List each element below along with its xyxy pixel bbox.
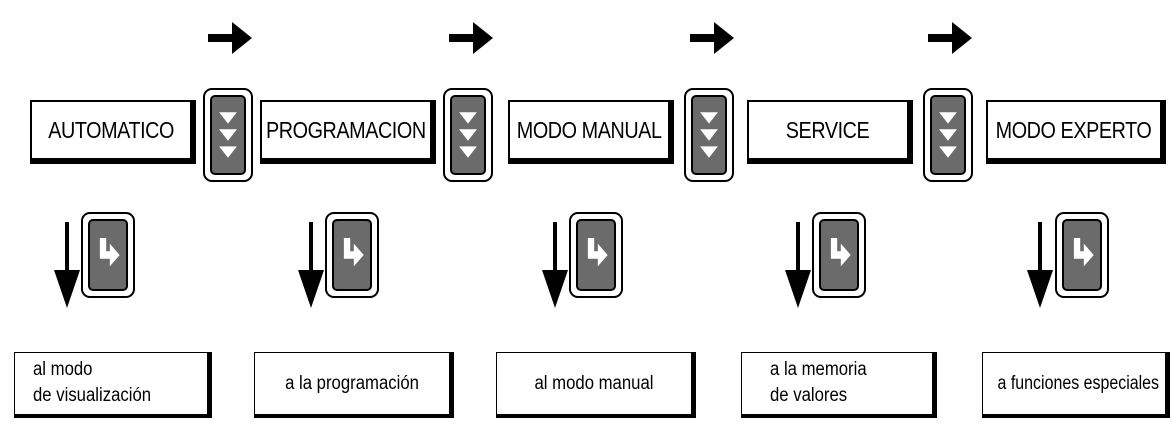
description-box-memoria-valores: a la memoria de valores xyxy=(741,352,937,418)
scroll-down-key-icon xyxy=(443,88,493,182)
description-box-funciones-especiales: a funciones especiales xyxy=(982,352,1170,418)
mode-label: MODO EXPERTO xyxy=(996,116,1152,143)
scroll-down-key-icon xyxy=(203,88,253,182)
mode-box-programacion: PROGRAMACION xyxy=(260,100,436,164)
arrow-down-icon xyxy=(785,222,811,308)
description-box-modo-manual: al modo manual xyxy=(496,352,696,418)
arrow-down-icon xyxy=(54,222,80,308)
enter-key-icon xyxy=(1055,212,1109,298)
description-line: a funciones especiales xyxy=(997,373,1160,394)
arrow-right-icon xyxy=(449,22,493,54)
description-line: a la memoria xyxy=(770,359,867,380)
mode-box-modo-manual: MODO MANUAL xyxy=(508,100,674,164)
mode-label: SERVICE xyxy=(786,116,870,143)
description-line: a la programación xyxy=(285,373,419,394)
description-line: de valores xyxy=(770,385,848,406)
mode-box-modo-experto: MODO EXPERTO xyxy=(986,100,1166,164)
description-box-programacion: a la programación xyxy=(254,352,454,418)
enter-key-icon xyxy=(569,212,623,298)
mode-label: AUTOMATICO xyxy=(48,116,174,143)
description-box-visualizacion: al modo de visualización xyxy=(14,352,212,418)
enter-key-icon xyxy=(81,212,135,298)
arrow-down-icon xyxy=(298,222,324,308)
arrow-right-icon xyxy=(928,22,972,54)
mode-label: MODO MANUAL xyxy=(516,116,662,143)
mode-label: PROGRAMACION xyxy=(266,116,426,143)
arrow-right-icon xyxy=(208,22,252,54)
mode-box-service: SERVICE xyxy=(747,100,913,164)
description-line: de visualización xyxy=(33,385,152,406)
scroll-down-key-icon xyxy=(923,88,973,182)
enter-key-icon xyxy=(325,212,379,298)
mode-box-automatico: AUTOMATICO xyxy=(30,100,196,164)
description-line: al modo manual xyxy=(534,373,654,394)
arrow-right-icon xyxy=(690,22,734,54)
enter-key-icon xyxy=(812,212,866,298)
arrow-down-icon xyxy=(542,222,568,308)
arrow-down-icon xyxy=(1027,222,1053,308)
description-text: a la memoria de valores xyxy=(770,357,867,409)
description-text: al modo de visualización xyxy=(33,357,151,409)
description-line: al modo xyxy=(33,359,93,380)
scroll-down-key-icon xyxy=(684,88,734,182)
